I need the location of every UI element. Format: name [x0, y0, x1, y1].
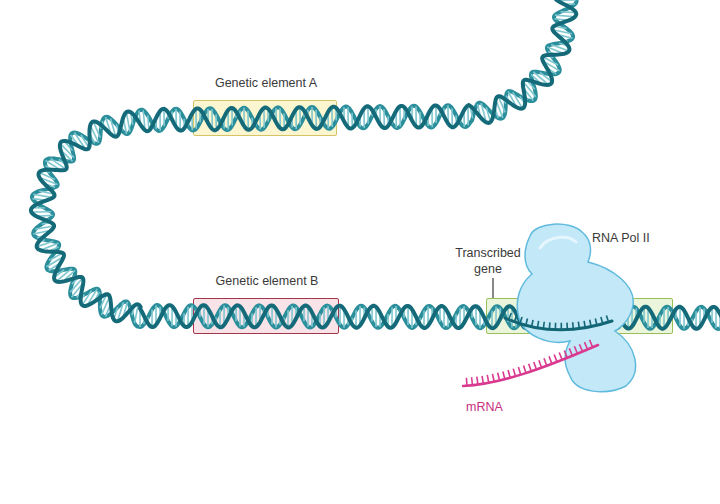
base-pair: [179, 112, 181, 131]
rna-base: [559, 352, 562, 359]
template-base: [560, 323, 562, 330]
base-pair: [695, 311, 697, 328]
rna-base: [477, 377, 478, 385]
rna-base: [482, 376, 483, 384]
rna-base: [508, 370, 510, 378]
template-base: [555, 323, 557, 330]
base-pair: [271, 305, 273, 324]
rna-base: [492, 374, 494, 382]
base-pair: [339, 306, 341, 325]
rna-base: [529, 364, 532, 372]
helix-axis: [42, 0, 720, 318]
rna-base: [534, 362, 537, 370]
base-pair: [451, 108, 453, 127]
rna-base: [549, 356, 552, 363]
base-pair: [491, 311, 493, 328]
node-label: RNA Pol II: [592, 230, 672, 246]
leader-line: [492, 278, 493, 298]
rna-base: [513, 369, 515, 377]
base-pair: [407, 306, 409, 325]
base-pair: [126, 112, 130, 132]
molecule-label: mRNA: [466, 399, 503, 415]
rna-base: [471, 377, 473, 385]
base-pair: [555, 15, 575, 17]
node-label: Transcribed gene: [449, 245, 527, 277]
base-pair: [423, 310, 425, 327]
rna-base: [539, 360, 542, 368]
base-pair: [315, 110, 317, 129]
rna-base: [518, 367, 520, 375]
rna-base: [503, 371, 505, 379]
base-pair: [475, 306, 477, 325]
rna-base: [544, 358, 547, 365]
base-pair: [203, 305, 205, 324]
rna-base: [554, 354, 557, 361]
node-label: Genetic element A: [184, 75, 348, 91]
base-pair: [355, 310, 357, 327]
base-pair: [151, 309, 153, 326]
rna-base: [466, 378, 468, 386]
rna-base: [524, 365, 526, 373]
base-pair: [247, 111, 249, 130]
polymerase-body: [517, 224, 635, 392]
rna-base: [487, 375, 489, 383]
base-pair: [219, 310, 221, 327]
base-pair: [383, 109, 385, 128]
polymerase-highlight: [540, 237, 576, 248]
node-label: Genetic element B: [184, 273, 350, 289]
base-pair: [679, 307, 681, 326]
base-pair: [287, 310, 289, 327]
rna-base: [498, 373, 500, 381]
